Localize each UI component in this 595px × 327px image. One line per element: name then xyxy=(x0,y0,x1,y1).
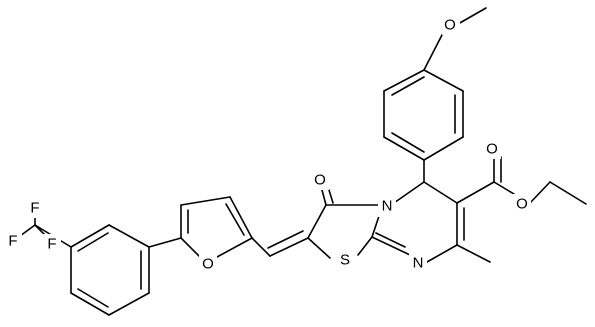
atom-labels: O O N S N O O O F F F xyxy=(4,15,531,275)
bonds xyxy=(19,7,587,316)
keto-oxygen-label: O xyxy=(314,172,326,189)
furan-oxygen-label: O xyxy=(202,256,214,273)
methoxy-oxygen-label: O xyxy=(444,17,456,34)
fluorine-left-label: F xyxy=(8,233,17,250)
fluorine-bottom-label: F xyxy=(47,236,56,253)
ester-carbonyl-oxygen-label: O xyxy=(486,141,498,158)
thiazole-sulfur-label: S xyxy=(340,252,350,269)
ester-ether-oxygen-label: O xyxy=(516,196,528,213)
ring-nitrogen-label: N xyxy=(382,198,393,215)
fluorine-top-label: F xyxy=(30,200,39,217)
imine-nitrogen-label: N xyxy=(413,255,424,272)
